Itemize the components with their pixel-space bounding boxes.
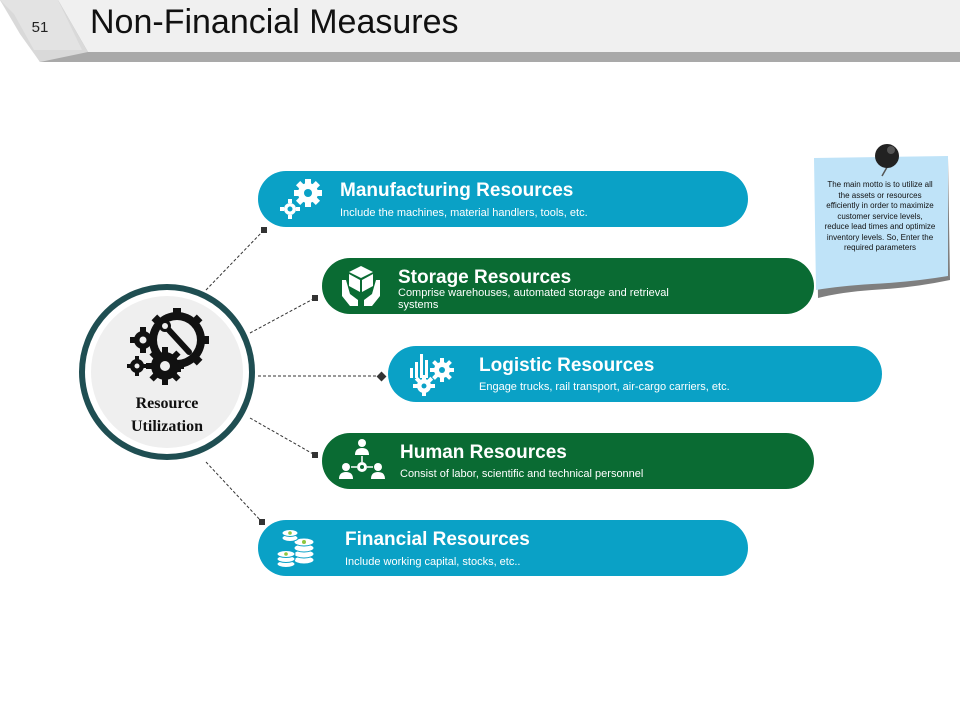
header-banner [0, 0, 960, 62]
bar-description: Include the machines, material handlers,… [340, 207, 588, 219]
human-resources-bar: Human Resources Consist of labor, scient… [322, 433, 814, 489]
connector-dot [259, 519, 265, 525]
sticky-note: The main motto is to utilize all the ass… [812, 140, 960, 300]
coin-stacks-icon [276, 529, 315, 568]
financial-resources-bar: Financial Resources Include working capi… [258, 520, 748, 576]
header: 51 Non-Financial Measures [0, 0, 960, 62]
pushpin-icon [875, 144, 899, 177]
bar-title: Financial Resources [345, 529, 530, 550]
connector-dot [376, 371, 387, 382]
resource-utilization-hub: Resource Utilization [79, 284, 255, 460]
manufacturing-resources-bar: Manufacturing Resources Include the mach… [258, 171, 748, 227]
connector-dot [312, 295, 318, 301]
hub-label-line1: Resource [135, 395, 199, 412]
connector-dot [312, 452, 318, 458]
page-title: Non-Financial Measures [90, 3, 459, 41]
slide-number: 51 [31, 19, 49, 36]
storage-resources-bar: Storage Resources Comprise warehouses, a… [322, 258, 814, 314]
bar-description: Comprise warehouses, automated storage a… [398, 287, 669, 311]
bar-description: Engage trucks, rail transport, air-cargo… [479, 381, 730, 393]
bar-title: Storage Resources [398, 267, 572, 288]
bar-title: Human Resources [400, 442, 567, 463]
bar-description: Consist of labor, scientific and technic… [400, 468, 644, 480]
note-text: The main motto is to utilize all the ass… [824, 180, 936, 252]
connector-dot [261, 227, 267, 233]
hub-inner: Resource Utilization [91, 296, 243, 448]
chart-gears-icon [410, 354, 454, 396]
logistic-resources-bar: Logistic Resources Engage trucks, rail t… [388, 346, 882, 402]
box-hands-icon [342, 266, 380, 306]
gears-wrench-icon [127, 308, 209, 385]
sticky-note-paper [814, 144, 950, 298]
bar-description: Include working capital, stocks, etc.. [345, 556, 521, 568]
bar-title: Logistic Resources [479, 355, 655, 376]
gears-icon [280, 179, 322, 219]
people-network-icon [339, 439, 385, 479]
bar-title: Manufacturing Resources [340, 180, 574, 201]
hub-label-line2: Utilization [131, 418, 203, 435]
hub-label: Resource Utilization [91, 392, 243, 438]
